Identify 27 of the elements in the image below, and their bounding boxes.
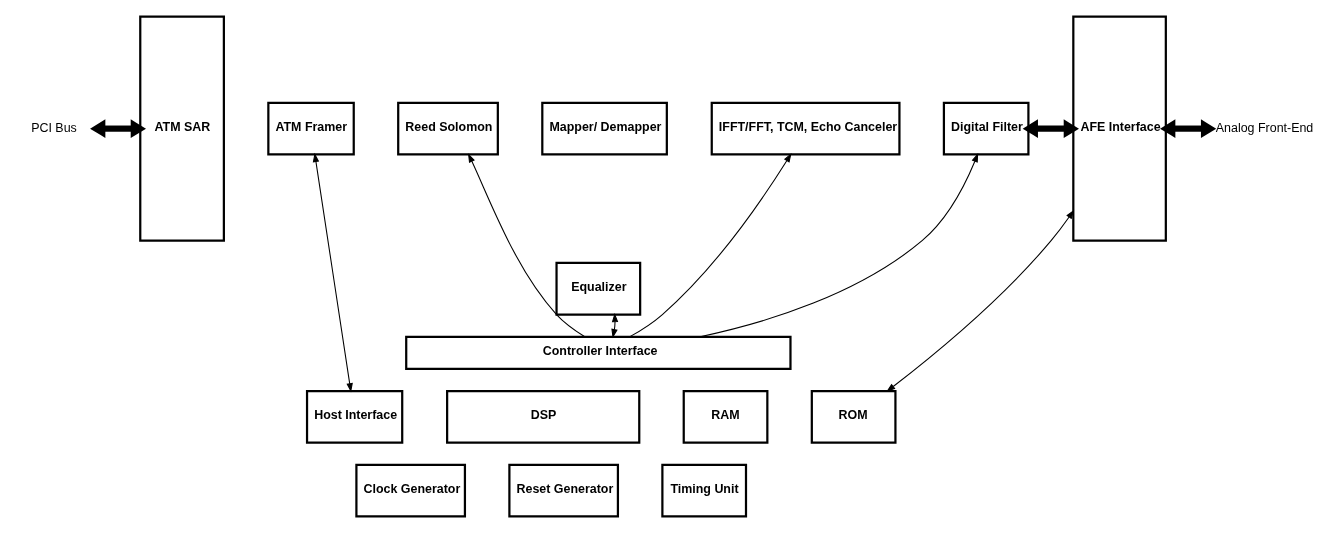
node-box: Reset Generator	[508, 463, 619, 518]
node-box: ROM	[810, 389, 897, 444]
node-box: Mapper/ Demapper	[541, 101, 668, 156]
node-box: ATM Framer	[267, 101, 355, 156]
node-box: Reed Solomon	[397, 101, 499, 156]
arrow	[1022, 119, 1079, 138]
arrow	[312, 152, 353, 393]
node-box: Equalizer	[555, 261, 642, 316]
node-box: DSP	[446, 389, 641, 444]
arrow	[699, 153, 979, 338]
arrow	[611, 312, 619, 339]
node-box: AFE Interface	[1072, 15, 1167, 242]
arrow	[468, 153, 586, 338]
arrow	[1160, 119, 1217, 138]
node-box: Host Interface	[305, 389, 404, 444]
node-box: ATM SAR	[139, 15, 225, 242]
arrow	[629, 153, 792, 338]
node-box: Clock Generator	[355, 463, 467, 518]
node-box: Timing Unit	[661, 463, 748, 518]
node-text: PCI Bus	[31, 120, 77, 135]
node-box: IFFT/FFT, TCM, Echo Canceler	[710, 101, 901, 156]
node-box: RAM	[682, 389, 769, 444]
node-box: Controller Interface	[405, 335, 792, 370]
arrow	[90, 119, 146, 138]
node-box: Digital Filter	[942, 101, 1030, 156]
node-text: Analog Front-End	[1215, 120, 1314, 135]
arrow	[886, 209, 1075, 392]
